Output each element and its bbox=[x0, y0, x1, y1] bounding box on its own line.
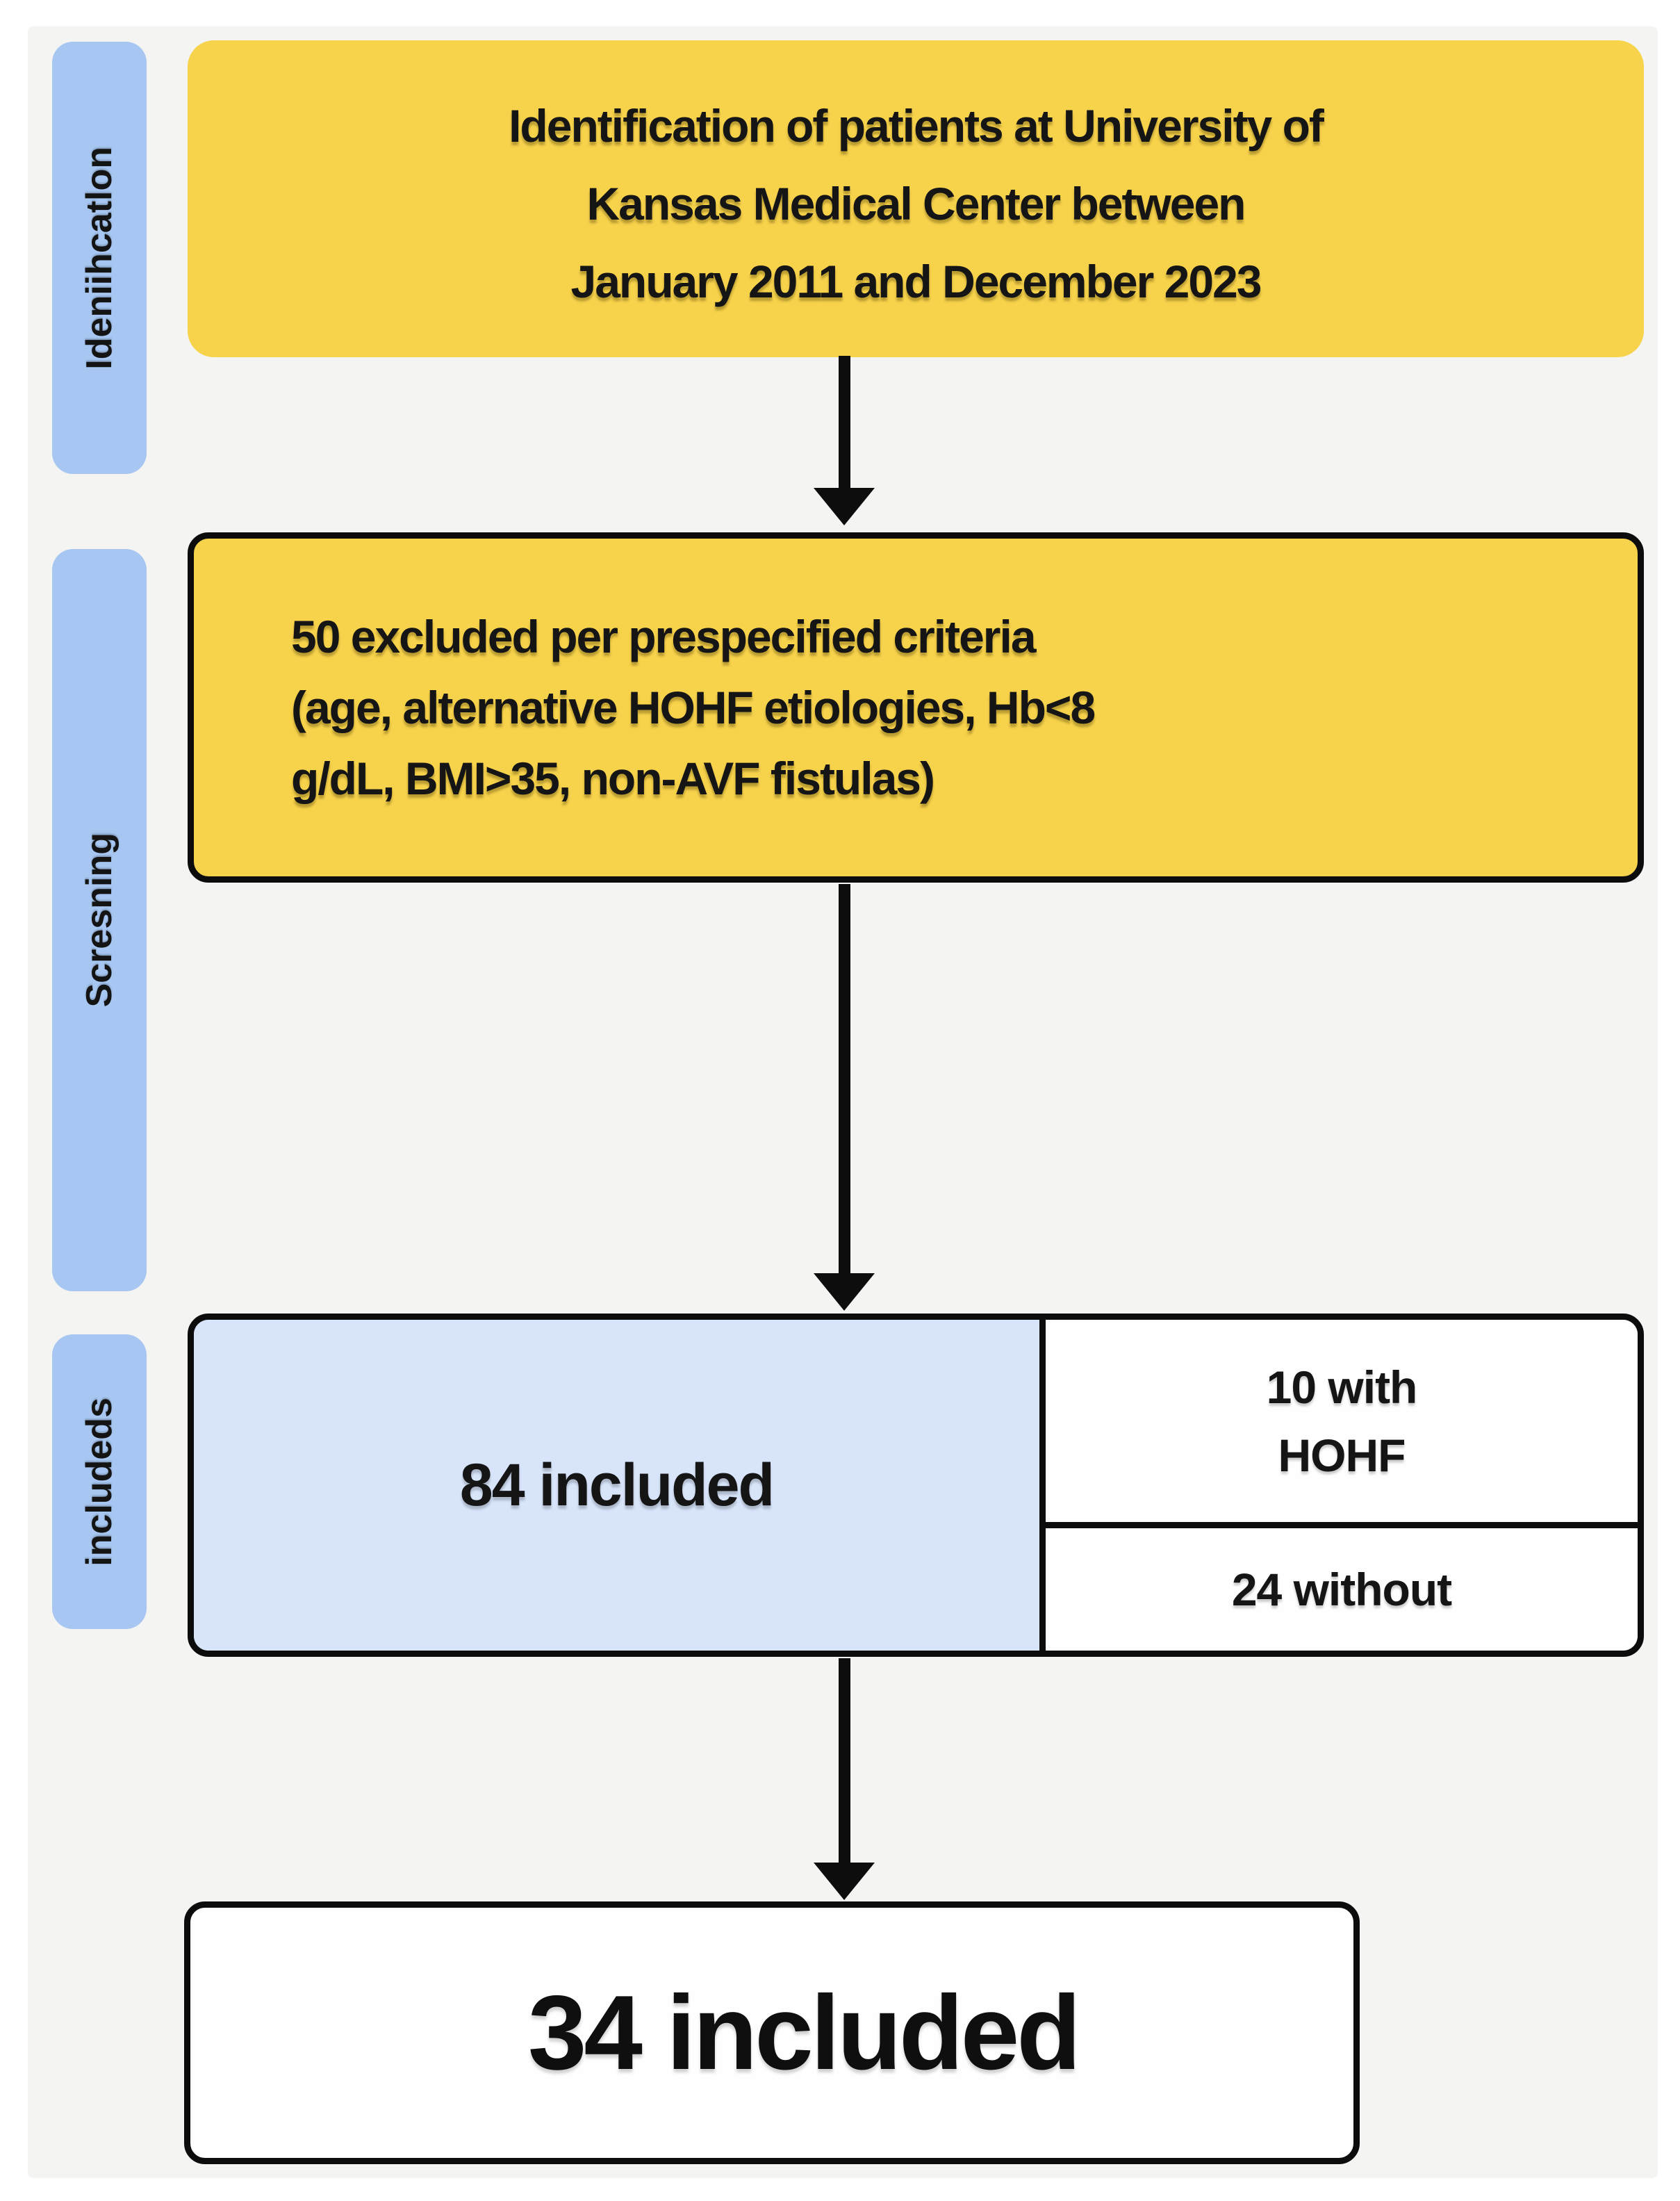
exclusion-line-3: g/dL, BMI>35, non-AVF fistulas) bbox=[291, 753, 935, 804]
stage-screening-label: Scresning bbox=[79, 833, 120, 1008]
without-hohf-cell: 24 without bbox=[1046, 1528, 1638, 1651]
stage-included: includeds bbox=[52, 1334, 147, 1629]
stage-identification-label: Ideniihcatlon bbox=[79, 146, 120, 370]
stage-identification: Ideniihcatlon bbox=[52, 42, 147, 474]
with-hohf-line-1: 10 with bbox=[1266, 1361, 1418, 1413]
exclusion-line-1: 50 excluded per prespecified criteria bbox=[291, 611, 1037, 662]
included-total-cell: 84 included bbox=[194, 1320, 1046, 1651]
final-included-box: 34 included bbox=[184, 1901, 1360, 2164]
arrow-shaft bbox=[839, 1658, 850, 1864]
with-hohf-line-2: HOHF bbox=[1278, 1429, 1406, 1481]
exclusion-line-2: (age, alternative HOHF etiologies, Hb<8 bbox=[291, 682, 1096, 733]
stage-included-label: includeds bbox=[79, 1397, 120, 1566]
included-right-column: 10 with HOHF 24 without bbox=[1046, 1320, 1638, 1651]
included-total-label: 84 included bbox=[459, 1451, 775, 1519]
final-included-label: 34 included bbox=[527, 1973, 1081, 2092]
exclusion-box: 50 excluded per prespecified criteria (a… bbox=[188, 532, 1644, 883]
arrow-head-icon bbox=[814, 1273, 875, 1311]
arrow-head-icon bbox=[814, 488, 875, 525]
included-split-box: 84 included 10 with HOHF 24 without bbox=[188, 1314, 1644, 1657]
arrow-shaft bbox=[839, 884, 850, 1275]
stage-screening: Scresning bbox=[52, 549, 147, 1291]
arrow-head-icon bbox=[814, 1863, 875, 1900]
identification-line-2: Kansas Medical Center between bbox=[586, 178, 1246, 229]
arrow-shaft bbox=[839, 356, 850, 489]
identification-line-3: January 2011 and December 2023 bbox=[570, 256, 1262, 307]
without-hohf-label: 24 without bbox=[1231, 1564, 1452, 1615]
identification-box: Identification of patients at University… bbox=[188, 40, 1644, 357]
identification-line-1: Identification of patients at University… bbox=[509, 100, 1324, 152]
with-hohf-cell: 10 with HOHF bbox=[1046, 1320, 1638, 1528]
